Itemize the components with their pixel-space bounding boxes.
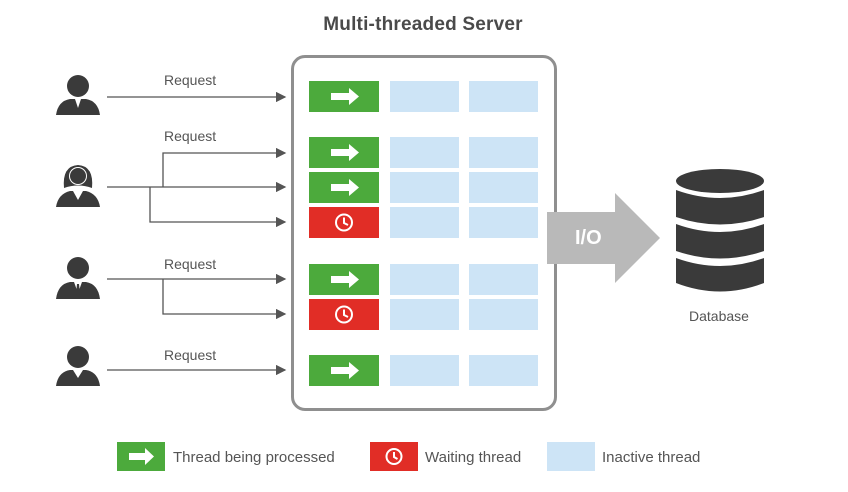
- clock-icon: [335, 213, 353, 232]
- thread-inactive: [390, 137, 459, 168]
- arrow-right-icon: [331, 88, 359, 105]
- thread-inactive: [390, 355, 459, 386]
- arrow-right-icon: [331, 179, 359, 196]
- thread-inactive: [469, 207, 538, 238]
- request-label-3: Request: [164, 256, 217, 272]
- thread-inactive: [390, 81, 459, 112]
- thread-waiting: [309, 299, 379, 330]
- thread-inactive: [469, 172, 538, 203]
- request-branch-2a: [162, 147, 287, 187]
- legend-processed-swatch: [117, 442, 165, 471]
- request-branch-2b: [149, 187, 287, 228]
- thread-processing: [309, 355, 379, 386]
- io-label: I/O: [575, 227, 602, 249]
- request-label-2: Request: [164, 128, 217, 144]
- thread-processing: [309, 81, 379, 112]
- legend-inactive-swatch: [547, 442, 595, 471]
- thread-inactive: [469, 299, 538, 330]
- diagram-title-text: Multi-threaded Server: [323, 14, 523, 35]
- thread-processing: [309, 264, 379, 295]
- clock-icon: [335, 305, 353, 324]
- diagram-title: Multi-threaded Server: [0, 14, 848, 36]
- thread-inactive: [390, 264, 459, 295]
- legend-waiting-swatch: [370, 442, 418, 471]
- request-branch-3a: [162, 279, 287, 320]
- arrow-right-icon: [331, 271, 359, 288]
- io-arrow: [547, 193, 660, 283]
- thread-inactive: [469, 81, 538, 112]
- database-label: Database: [689, 308, 749, 324]
- thread-inactive: [390, 172, 459, 203]
- request-label-1: Request: [164, 72, 217, 88]
- legend-waiting-label: Waiting thread: [425, 449, 522, 466]
- legend-processed-label: Thread being processed: [173, 449, 335, 466]
- thread-inactive: [469, 264, 538, 295]
- request-label-4: Request: [164, 347, 217, 363]
- arrow-right-icon: [331, 144, 359, 161]
- clock-icon: [385, 448, 403, 465]
- arrow-right-icon: [129, 448, 154, 465]
- thread-processing: [309, 172, 379, 203]
- thread-inactive: [390, 207, 459, 238]
- database-icon: [676, 169, 764, 292]
- thread-inactive: [469, 355, 538, 386]
- legend-inactive-label: Inactive thread: [602, 449, 701, 466]
- thread-inactive: [390, 299, 459, 330]
- arrow-right-icon: [331, 362, 359, 379]
- thread-waiting: [309, 207, 379, 238]
- thread-inactive: [469, 137, 538, 168]
- thread-processing: [309, 137, 379, 168]
